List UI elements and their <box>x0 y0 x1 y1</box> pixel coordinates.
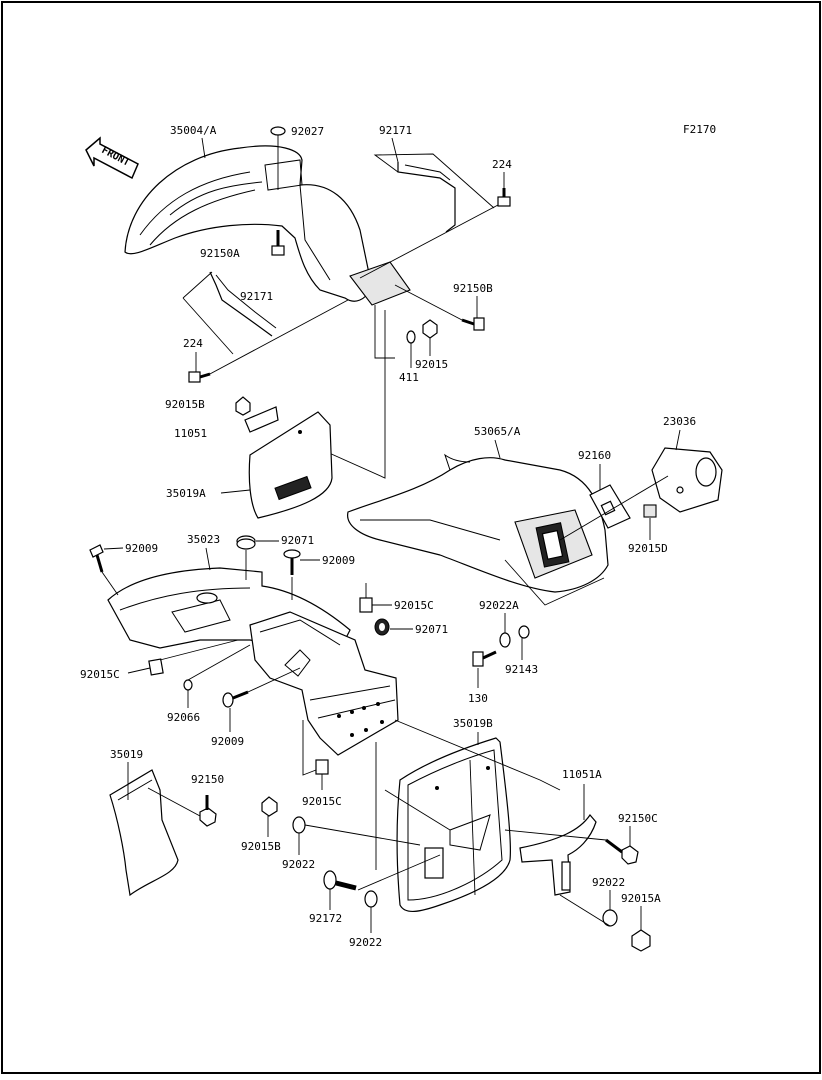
label-92171-bottom: 92171 <box>240 290 273 303</box>
label-35004A: 35004/A <box>170 124 217 137</box>
grommet-92071-b-icon <box>374 618 390 636</box>
washer-92022-bottom-icon <box>364 890 378 908</box>
label-92009-c: 92009 <box>211 735 244 748</box>
bolt-92150C-icon <box>605 838 639 865</box>
number-plate-35019A-part <box>248 411 333 519</box>
label-92015A: 92015A <box>621 892 661 905</box>
bracket-11051-part <box>244 406 279 433</box>
screw-92009-a-icon <box>89 544 104 573</box>
label-92150C: 92150C <box>618 812 658 825</box>
front-arrow-icon: FRONT <box>85 136 139 180</box>
screw-92009-c-icon <box>222 690 249 708</box>
nut-92015A-icon <box>631 929 651 952</box>
bolt-224-bottom-icon <box>188 371 211 383</box>
label-411: 411 <box>399 371 419 384</box>
nut-92015D-icon <box>643 504 657 518</box>
nut-92015B-bottom-icon <box>261 796 278 817</box>
collar-92015C-b-icon <box>148 658 164 676</box>
label-92015B-top: 92015B <box>165 398 205 411</box>
label-92071-b: 92071 <box>415 623 448 636</box>
diagram-code: F2170 <box>683 123 716 136</box>
label-35019A: 35019A <box>166 487 206 500</box>
washer-92022-mid-icon <box>292 816 306 834</box>
label-35019: 35019 <box>110 748 143 761</box>
label-92015D: 92015D <box>628 542 668 555</box>
label-92160: 92160 <box>578 449 611 462</box>
front-fender-part <box>124 145 411 306</box>
label-92022-c: 92022 <box>349 936 382 949</box>
label-92171-top: 92171 <box>379 124 412 137</box>
label-35023: 35023 <box>187 533 220 546</box>
bolt-224-top-icon <box>497 188 511 207</box>
label-11051: 11051 <box>174 427 207 440</box>
bolt-92150B-icon <box>461 317 485 331</box>
washer-92027-icon <box>270 126 286 136</box>
label-92027: 92027 <box>291 125 324 138</box>
bolt-92172-icon <box>323 870 357 891</box>
label-92009-a: 92009 <box>125 542 158 555</box>
bolt-92150-icon <box>199 795 217 827</box>
label-130: 130 <box>468 692 488 705</box>
clip-92066-icon <box>183 679 193 691</box>
bolt-130-icon <box>472 650 497 667</box>
label-92150B: 92150B <box>453 282 493 295</box>
gasket-92160-part <box>589 484 631 529</box>
label-53065A: 53065/A <box>474 425 521 438</box>
label-35019B: 35019B <box>453 717 493 730</box>
nut-92015-icon <box>422 319 438 339</box>
stay-bracket-92171-bottom <box>209 271 277 337</box>
grommet-92071-a-icon <box>236 535 256 550</box>
label-92015C-c: 92015C <box>302 795 342 808</box>
label-224-top: 224 <box>492 158 512 171</box>
label-92022-a: 92022 <box>282 858 315 871</box>
label-92015C-b: 92015C <box>80 668 120 681</box>
label-92066: 92066 <box>167 711 200 724</box>
label-92071-a: 92071 <box>281 534 314 547</box>
mud-flap-35019-part <box>109 769 179 897</box>
label-11051A: 11051A <box>562 768 602 781</box>
washer-411-icon <box>406 330 416 344</box>
label-92015: 92015 <box>415 358 448 371</box>
bolt-92150A-icon <box>271 230 285 256</box>
label-92022-b: 92022 <box>592 876 625 889</box>
nut-92015B-top-icon <box>235 396 251 416</box>
label-23036: 23036 <box>663 415 696 428</box>
bracket-11051A-part <box>519 814 597 896</box>
label-92143: 92143 <box>505 663 538 676</box>
label-92150A: 92150A <box>200 247 240 260</box>
screw-92009-b-icon <box>283 549 301 575</box>
label-224-bottom: 224 <box>183 337 203 350</box>
label-92015B-bottom: 92015B <box>241 840 281 853</box>
label-92172: 92172 <box>309 912 342 925</box>
label-92015C-a: 92015C <box>394 599 434 612</box>
label-92009-b: 92009 <box>322 554 355 567</box>
label-92022A: 92022A <box>479 599 519 612</box>
stay-bracket-92171-top <box>397 162 456 233</box>
tail-lamp-23036-part <box>651 447 723 513</box>
collar-92015C-c-icon <box>315 759 329 775</box>
rear-cover-53065A-part <box>347 453 609 593</box>
collar-92015C-a-icon <box>359 597 373 613</box>
rear-fender-lower-part <box>249 611 399 756</box>
label-92150: 92150 <box>191 773 224 786</box>
number-plate-35019B-part <box>396 737 511 912</box>
washer-92022A-icon <box>499 632 511 648</box>
collar-92143-icon <box>518 625 530 639</box>
washer-92022-right-icon <box>602 909 618 927</box>
